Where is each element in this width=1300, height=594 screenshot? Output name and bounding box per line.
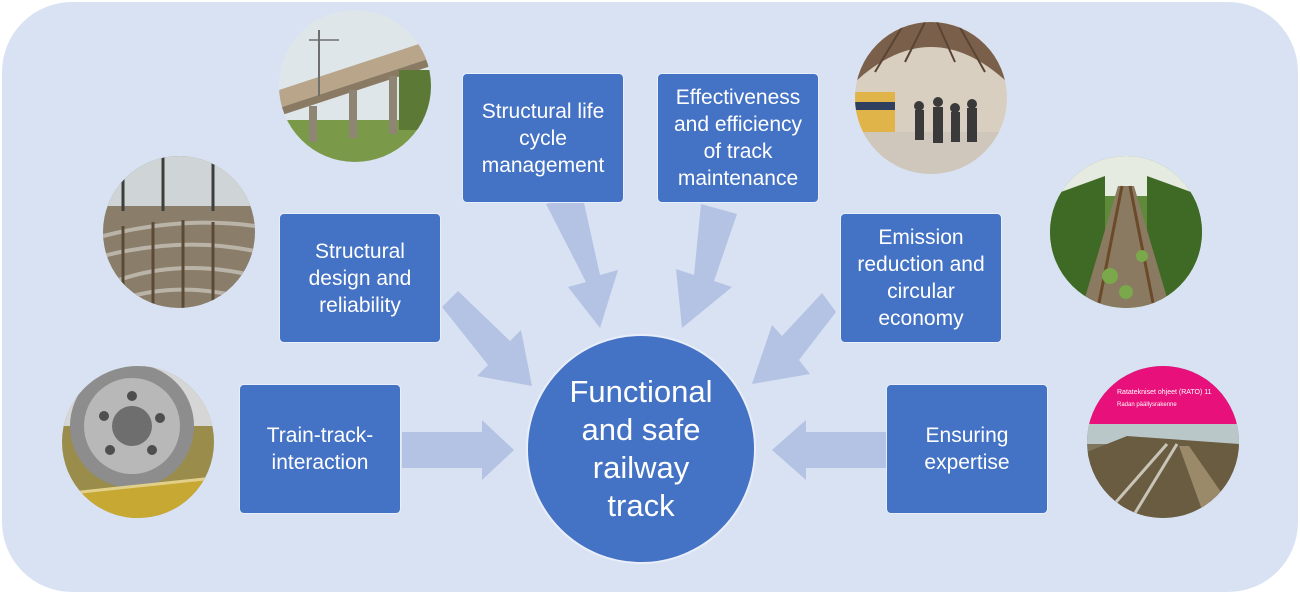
- topic-label: Effectiveness and efficiency of track ma…: [673, 86, 803, 190]
- topic-label: Structural design and reliability: [308, 239, 412, 317]
- guideline-cover-photo: Ratatekniset ohjeet (RATO) 11 Radan pääl…: [1087, 366, 1239, 518]
- station-illustration: [855, 22, 1007, 174]
- bridge-illustration: [279, 10, 431, 162]
- topic-label: Emission reduction and circular economy: [857, 226, 985, 330]
- topic-box-expertise: Ensuring expertise: [886, 384, 1048, 514]
- arrow-lifecycle: [546, 194, 618, 328]
- topic-box-design: Structural design and reliability: [279, 213, 441, 343]
- topic-label: Train-track- interaction: [266, 424, 374, 474]
- switches-illustration: [103, 156, 255, 308]
- wheel-illustration: [62, 366, 214, 518]
- topic-box-emission: Emission reduction and circular economy: [840, 213, 1002, 343]
- guideline-subtitle: Radan päällysrakenne: [1117, 402, 1177, 408]
- hub-label: Functional and safe railway track: [569, 374, 713, 523]
- station-crowd-photo: [855, 22, 1007, 174]
- guideline-title: Ratatekniset ohjeet (RATO) 11: [1117, 389, 1212, 396]
- overgrown-illustration: [1050, 156, 1202, 308]
- arrow-maintenance: [676, 204, 737, 328]
- train-wheel-photo: [62, 366, 214, 518]
- railway-bridge-photo: [279, 10, 431, 162]
- guideline-illustration: Ratatekniset ohjeet (RATO) 11 Radan pääl…: [1087, 366, 1239, 518]
- arrow-emission: [752, 293, 836, 384]
- topic-label: Ensuring expertise: [924, 424, 1010, 474]
- track-switches-photo: [103, 156, 255, 308]
- arrow-expertise: [772, 420, 886, 480]
- topic-box-maintenance: Effectiveness and efficiency of track ma…: [657, 73, 819, 203]
- central-hub: Functional and safe railway track: [526, 334, 756, 564]
- arrow-design: [442, 291, 532, 386]
- topic-label: Structural life cycle management: [481, 99, 605, 177]
- topic-box-lifecycle: Structural life cycle management: [462, 73, 624, 203]
- topic-box-interaction: Train-track- interaction: [239, 384, 401, 514]
- arrow-interaction: [402, 420, 514, 480]
- overgrown-track-photo: [1050, 156, 1202, 308]
